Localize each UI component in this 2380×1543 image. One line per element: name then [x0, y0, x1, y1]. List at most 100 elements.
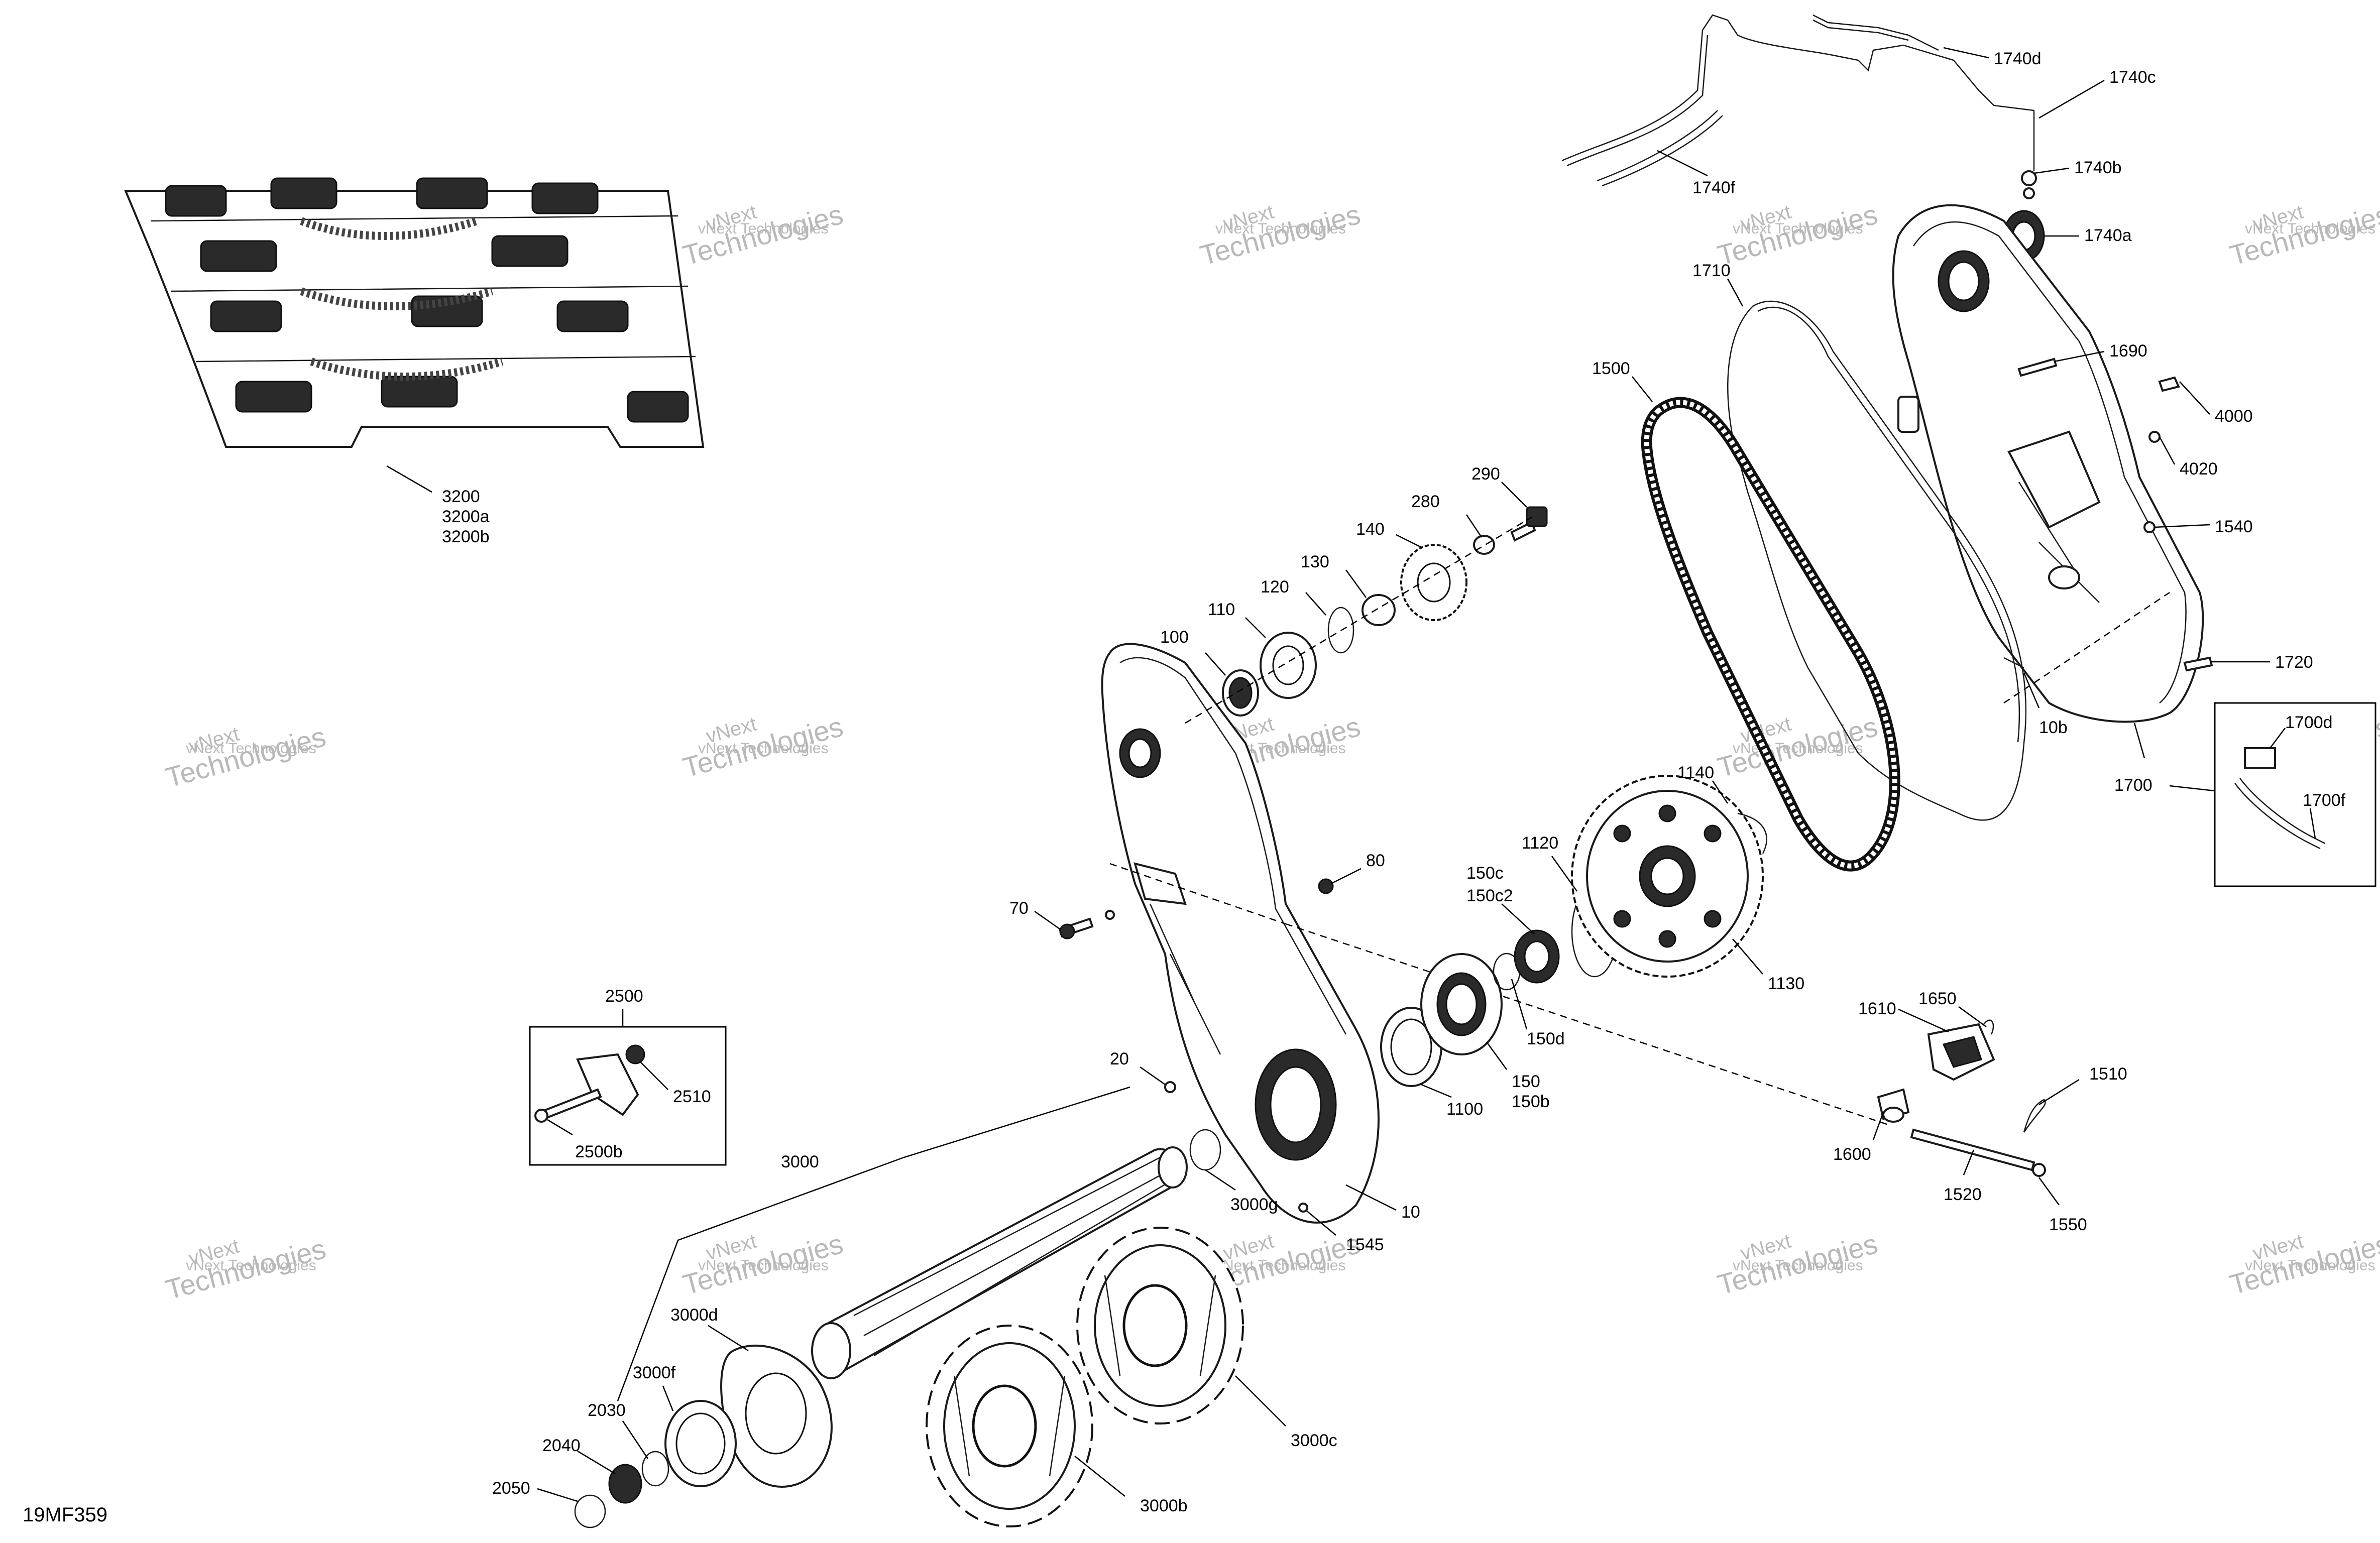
leader-4020 — [2159, 436, 2176, 465]
watermark-small: vNext Technologies — [1733, 740, 1863, 757]
callout-3000f: 3000f — [633, 1363, 676, 1382]
leader-1650 — [1958, 1006, 1987, 1028]
callout-3000c: 3000c — [1291, 1431, 1337, 1450]
drive-chain-1500 — [1641, 397, 1900, 872]
callout-1700: 1700 — [2114, 776, 2152, 795]
leader-1500 — [1632, 376, 1653, 402]
callout-1610: 1610 — [1858, 999, 1896, 1018]
leader-2030 — [622, 1420, 649, 1459]
leader-1740f — [1657, 150, 1708, 177]
watermark: vNext Technologies — [679, 710, 846, 783]
leader-100 — [1205, 652, 1226, 676]
callout-1740d: 1740d — [1994, 49, 2042, 68]
upper-axis — [1185, 516, 1532, 724]
lower-gear-stack — [1380, 775, 1767, 1087]
callout-1710: 1710 — [1692, 261, 1731, 280]
callout-10b: 10b — [2039, 718, 2068, 737]
track-3200 — [124, 177, 705, 448]
leader-1120 — [1551, 856, 1578, 892]
main-axis — [1285, 923, 1889, 1126]
leader-280 — [1465, 514, 1483, 538]
callout-3000b: 3000b — [1140, 1496, 1188, 1515]
leader-3000g — [1205, 1169, 1236, 1191]
watermark-small: vNext Technologies — [1215, 1257, 1346, 1274]
callout-3200b: 3200b — [442, 527, 490, 546]
chaincase-cover-1700 — [1892, 204, 2204, 723]
callout-2500b: 2500b — [575, 1142, 623, 1161]
leader-1740d — [1943, 47, 1989, 59]
leader-1550 — [2038, 1177, 2060, 1206]
plug-1545 — [1298, 1203, 1308, 1213]
callout-120: 120 — [1261, 577, 1289, 597]
leader-80 — [1330, 868, 1362, 885]
callout-1120: 1120 — [1522, 834, 1558, 853]
callout-3000g: 3000g — [1230, 1195, 1278, 1214]
callout-1650: 1650 — [1918, 989, 1957, 1008]
callout-1510: 1510 — [2089, 1064, 2127, 1084]
inset-box-1700d — [2214, 702, 2376, 887]
watermark: vNext Technologies — [1714, 710, 1881, 783]
callout-1740a: 1740a — [2084, 226, 2132, 245]
cover-seal-1710 — [1727, 300, 2027, 821]
callout-140: 140 — [1356, 520, 1385, 539]
callout-2030: 2030 — [588, 1401, 626, 1420]
tensioner-assembly — [1877, 1019, 2046, 1177]
leader-2050 — [537, 1488, 578, 1502]
callout-2510: 2510 — [673, 1087, 711, 1106]
callout-150: 150 — [1512, 1072, 1540, 1091]
callout-80: 80 — [1366, 851, 1385, 870]
watermark: vNext Technologies — [2226, 1228, 2380, 1300]
leader-120 — [1305, 592, 1326, 616]
watermark-small: vNext Technologies — [186, 740, 316, 757]
leader-1690 — [2054, 350, 2105, 363]
callout-150b: 150b — [1512, 1092, 1550, 1111]
leader-150d — [1511, 979, 1528, 1030]
callout-150c: 150c — [1466, 864, 1504, 883]
callout-130: 130 — [1301, 552, 1329, 571]
watermark-small: vNext Technologies — [2245, 1257, 2375, 1274]
drive-shaft-3000 — [811, 1129, 1221, 1379]
cover-axis — [2003, 591, 2170, 704]
callout-1540: 1540 — [2215, 517, 2253, 536]
watermark: vNext Technologies — [1714, 1228, 1881, 1300]
leader-3000 — [617, 1086, 1130, 1401]
leader-10b — [2023, 672, 2040, 708]
callout-3200: 3200 — [442, 487, 480, 506]
callout-1520: 1520 — [1944, 1185, 1982, 1204]
watermark-small: vNext Technologies — [698, 220, 829, 237]
leader-1700 — [2133, 723, 2145, 759]
housing-axis — [1109, 863, 1286, 925]
leader-1130 — [1732, 938, 1763, 975]
fasteners-cover — [2003, 358, 2213, 672]
upper-shaft-stack — [1222, 506, 1548, 717]
leader-3000c — [1235, 1375, 1286, 1427]
brake-lines-1740 — [1561, 14, 2045, 262]
callout-1690: 1690 — [2109, 341, 2147, 361]
inset-box-2500 — [529, 1026, 727, 1166]
leader-1600 — [1872, 1112, 1884, 1140]
callout-1550: 1550 — [2049, 1215, 2087, 1234]
housing-bolts — [1058, 878, 1334, 1093]
leader-1540 — [2154, 524, 2210, 528]
watermark-small: vNext Technologies — [186, 1257, 316, 1274]
diagram-code: 19MF359 — [23, 1504, 107, 1526]
leader-2510 — [640, 1061, 668, 1090]
callout-100: 100 — [1160, 628, 1189, 647]
sprocket-3000b — [926, 1325, 1093, 1527]
leader-4000 — [2179, 381, 2210, 415]
callout-1700f: 1700f — [2303, 791, 2346, 810]
callout-10: 10 — [1401, 1203, 1420, 1222]
watermark-small: vNext Technologies — [698, 740, 829, 757]
callout-150c2: 150c2 — [1466, 886, 1513, 905]
callout-3000: 3000 — [781, 1152, 819, 1171]
leader-150 — [1486, 1041, 1508, 1070]
leader-110 — [1245, 617, 1266, 638]
leader-1740c — [2038, 79, 2105, 119]
leader-1520 — [1963, 1149, 1975, 1175]
leader-130 — [1345, 569, 1367, 598]
callout-1740f: 1740f — [1692, 178, 1736, 197]
leader-140 — [1396, 534, 1422, 548]
callout-1130: 1130 — [1768, 974, 1804, 993]
callout-3000d: 3000d — [670, 1305, 718, 1325]
